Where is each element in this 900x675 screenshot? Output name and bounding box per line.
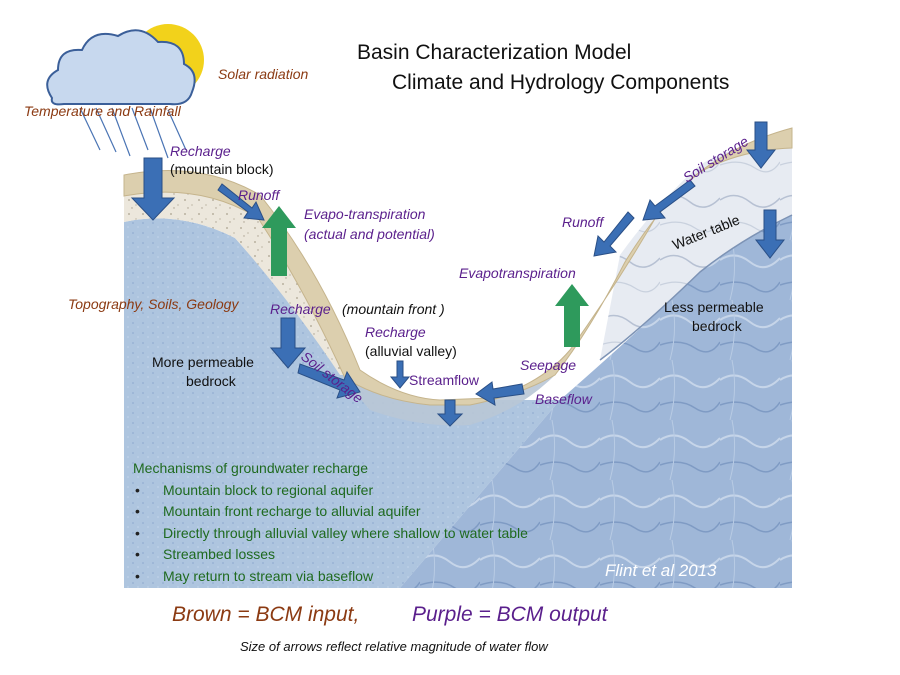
more-permeable-label-line1: More permeable (152, 354, 254, 370)
soil-storage-vertical-arrow (745, 121, 777, 169)
mechanisms-box: Mechanisms of groundwater recharge Mount… (133, 458, 528, 587)
recharge-valley-arrow (389, 360, 411, 389)
baseflow-arrow (475, 381, 525, 406)
evapotranspiration-right-arrow (555, 284, 589, 347)
rain-icon (79, 107, 187, 159)
runoff-right-arrow (593, 211, 635, 257)
solar-radiation-label: Solar radiation (218, 66, 309, 82)
runoff-right-label: Runoff (562, 214, 604, 230)
alluvial-fill (340, 375, 555, 426)
topography-soils-geology-label: Topography, Soils, Geology (68, 296, 239, 312)
mechanisms-list: Mountain block to regional aquifer Mount… (133, 480, 528, 588)
evapotranspiration-right-label: Evapotranspiration (459, 265, 576, 281)
mechanism-item: May return to stream via baseflow (133, 566, 528, 588)
evapo-transpiration-label: Evapo-transpiration (304, 206, 426, 222)
streamflow-label: Streamflow (409, 372, 480, 388)
soil-storage-arrow (297, 363, 361, 399)
diagram-title-line1: Basin Characterization Model (357, 41, 632, 64)
water-table-recharge-arrow (754, 209, 786, 259)
recharge-mountain-front-note: (mountain front ) (342, 301, 445, 317)
mechanism-item: Mountain front recharge to alluvial aqui… (133, 501, 528, 523)
right-unsaturated-zone (600, 144, 792, 360)
flow-arrows (130, 121, 786, 427)
mechanism-item: Directly through alluvial valley where s… (133, 523, 528, 545)
recharge-mountain-front-arrow (269, 317, 307, 369)
credit-label: Flint et al 2013 (605, 561, 717, 580)
cloud-icon (46, 29, 196, 106)
less-permeable-label-line1: Less permeable (664, 299, 764, 315)
runoff-left-arrow (217, 183, 265, 221)
seepage-label: Seepage (520, 357, 577, 373)
mechanism-item: Mountain block to regional aquifer (133, 480, 528, 502)
recharge-mountain-block-note: (mountain block) (170, 161, 274, 177)
streamflow-arrow (436, 399, 464, 427)
diagram-title-line2: Climate and Hydrology Components (392, 71, 730, 94)
recharge-mountain-block-arrow (130, 157, 176, 221)
legend-output: Purple = BCM output (412, 603, 608, 626)
runoff-left-label: Runoff (238, 187, 280, 203)
recharge-alluvial-valley-label: Recharge (365, 324, 426, 340)
recharge-mountain-block-label: Recharge (170, 143, 231, 159)
water-table-line (599, 214, 793, 361)
legend-input: Brown = BCM input, (172, 603, 360, 626)
recharge-alluvial-valley-note: (alluvial valley) (365, 343, 457, 359)
temperature-rainfall-label: Temperature and Rainfall (24, 103, 181, 119)
mechanism-item: Streambed losses (133, 544, 528, 566)
soil-storage-right-arrow (642, 179, 696, 221)
recharge-mountain-front-label: Recharge (270, 301, 331, 317)
more-permeable-label-line2: bedrock (186, 373, 236, 389)
baseflow-label: Baseflow (535, 391, 592, 407)
less-permeable-label-line2: bedrock (692, 318, 742, 334)
evapo-transpiration-note: (actual and potential) (304, 226, 435, 242)
evapotranspiration-left-arrow (262, 206, 296, 276)
mechanisms-heading: Mechanisms of groundwater recharge (133, 460, 369, 476)
et-arrows (262, 206, 589, 347)
arrow-size-note: Size of arrows reflect relative magnitud… (240, 639, 548, 654)
weather-icon (46, 24, 204, 106)
